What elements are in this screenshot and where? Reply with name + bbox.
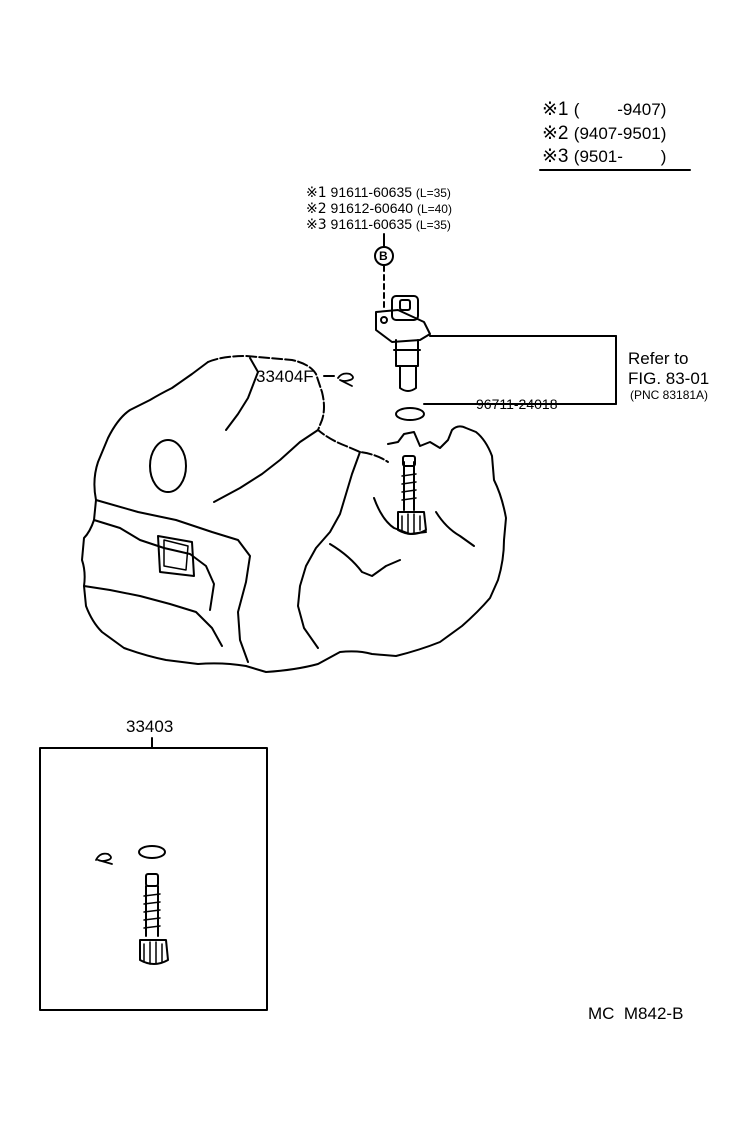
housing-window: [157, 535, 195, 577]
housing-flange-step: [93, 519, 215, 611]
legend-row-3: ※3 (9501- ): [542, 145, 667, 167]
o-ring-part-number: 96711-24018: [476, 396, 558, 412]
housing-bore: [149, 439, 187, 493]
sensor-bolt-hole: [380, 316, 388, 324]
sensor-tip: [399, 365, 417, 392]
housing-top-ridge: [207, 355, 389, 463]
legend-mark: ※: [542, 98, 558, 120]
clip: [337, 372, 354, 387]
diagram-code: MC M842-B: [588, 1004, 684, 1023]
refer-line-2: FIG. 83-01: [628, 369, 710, 388]
kit-gear-tip: [145, 873, 159, 887]
kit-gear-threads: [143, 893, 161, 929]
housing-outline: [81, 361, 507, 673]
sensor-body: [395, 339, 419, 367]
kit-box: [39, 747, 268, 1011]
housing-inner-line-4: [373, 497, 427, 535]
driven-gear-tip: [402, 455, 416, 467]
driven-gear: [397, 455, 427, 535]
refer-line-3: (PNC 83181A): [630, 388, 709, 402]
legend-num: 1: [557, 99, 569, 120]
sensor-flange: [375, 309, 431, 343]
legend-num: 2: [557, 123, 569, 144]
kit-driven-gear: [139, 873, 169, 965]
refer-line-1: Refer to: [628, 349, 689, 368]
legend-num: 3: [557, 146, 569, 167]
housing-flange-left: [95, 499, 251, 663]
legend-range: ( -9407): [573, 100, 667, 119]
kit-o-ring: [138, 845, 166, 859]
sensor-connector-tab: [399, 299, 411, 311]
bolt-part-number: 91611-60635: [330, 216, 413, 232]
legend-row-1: ※1 ( -9407): [542, 98, 667, 120]
sensor-connector: [391, 295, 419, 321]
driven-gear-shaft: [403, 461, 415, 511]
legend-row-2: ※2 (9407-9501): [542, 122, 667, 144]
driven-gear-threads: [401, 473, 417, 501]
housing-inner-line-5: [435, 511, 475, 547]
housing-inner-line-3: [297, 451, 361, 649]
housing-inner-line-1: [225, 357, 259, 431]
bolt-part-length: (L=35): [415, 186, 451, 200]
housing-window-inner: [163, 539, 189, 571]
driven-gear-teeth: [401, 513, 421, 535]
housing-flange-lower: [83, 585, 223, 647]
bolt-part-mark: ※3: [306, 217, 327, 233]
speed-sensor: [375, 295, 431, 392]
bolt-part-row-2: ※2 91612-60640 (L=40): [306, 201, 452, 216]
housing-inner-line-6: [329, 543, 401, 577]
transmission-housing: [81, 355, 507, 673]
bolt-part-length: (L=35): [415, 218, 451, 232]
bolt-part-length: (L=40): [416, 202, 452, 216]
legend-mark: ※: [542, 145, 558, 167]
kit-gear-teeth: [143, 941, 163, 965]
housing-inner-line-2: [213, 429, 319, 503]
kit-part-number: 33403: [126, 717, 174, 736]
bolt-part-mark: ※1: [306, 185, 327, 201]
bolt-part-number: 91611-60635: [330, 184, 413, 200]
clip-part-number: 33404F: [256, 367, 314, 386]
bolt-part-mark: ※2: [306, 201, 327, 217]
bolt-part-row-3: ※3 91611-60635 (L=35): [306, 217, 451, 232]
legend-mark: ※: [542, 122, 558, 144]
callout-b-label: B: [379, 249, 388, 263]
o-ring: [395, 407, 425, 421]
bolt-part-row-1: ※1 91611-60635 (L=35): [306, 185, 451, 200]
legend-range: (9407-9501): [573, 124, 667, 143]
kit-clip: [95, 852, 113, 865]
bolt-part-number: 91612-60640: [330, 200, 414, 216]
legend-range: (9501- ): [573, 147, 667, 166]
